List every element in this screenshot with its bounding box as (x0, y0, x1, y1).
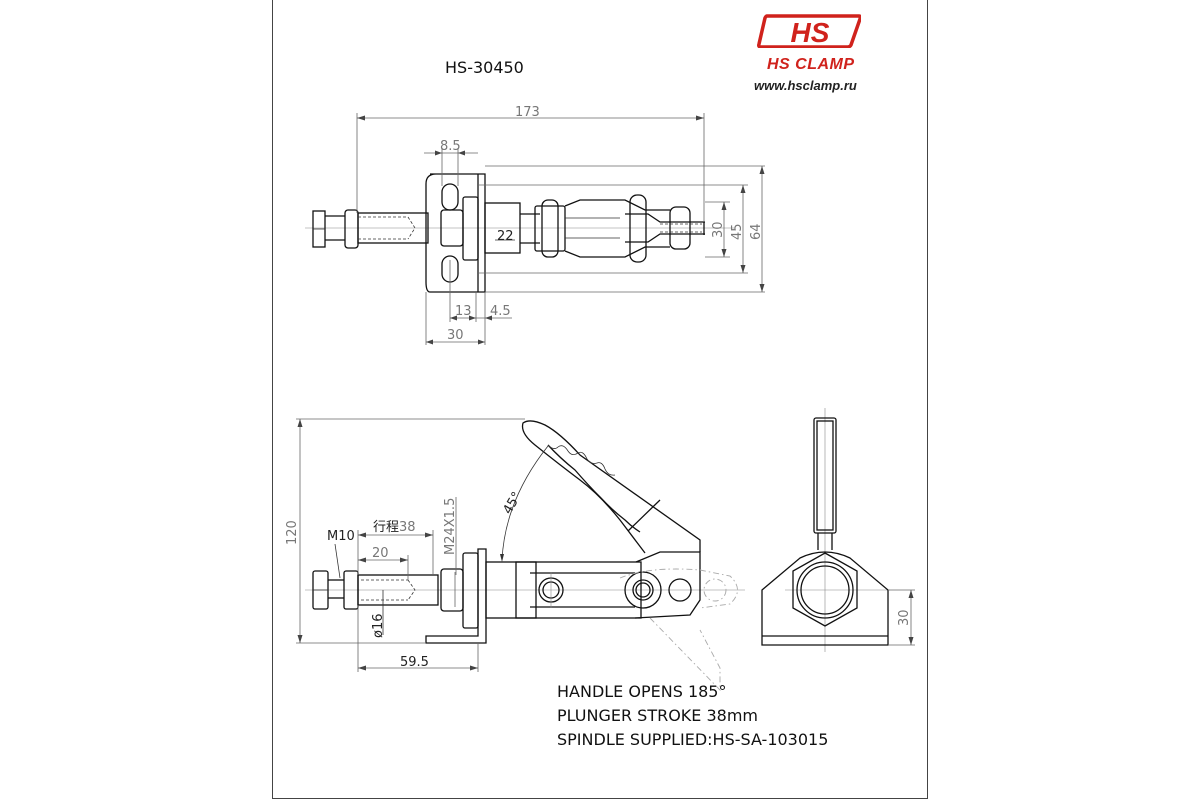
dim-30: 30 (711, 221, 726, 238)
dim-8-5: 8.5 (440, 139, 461, 154)
dim-64: 64 (749, 223, 764, 240)
hs-logo-icon: HS (757, 14, 861, 48)
brand-url: www.hsclamp.ru (754, 78, 857, 93)
drawing-notes: HANDLE OPENS 185° PLUNGER STROKE 38mm SP… (557, 680, 828, 752)
dim-45-degrees: 45° (500, 490, 525, 517)
dim-base-30: 30 (447, 328, 464, 343)
dim-4-5: 4.5 (490, 304, 511, 319)
side-view: 45° 120 M10 行程 38 20 M24X1.5 ø16 (285, 418, 745, 692)
dim-120: 120 (285, 520, 300, 545)
dim-stroke-label: 行程 (373, 520, 399, 535)
dim-59-5: 59.5 (400, 655, 429, 670)
top-view: 173 8.5 22 30 45 64 13 4.5 (305, 105, 765, 345)
model-number: HS-30450 (445, 58, 524, 77)
brand-name: HS CLAMP (767, 56, 855, 73)
dim-22: 22 (497, 229, 514, 244)
note-spindle-supplied: SPINDLE SUPPLIED:HS-SA-103015 (557, 730, 829, 749)
note-plunger-stroke: PLUNGER STROKE 38mm (557, 706, 759, 725)
dim-stroke-38: 38 (399, 520, 416, 535)
dim-end-30: 30 (897, 609, 912, 626)
dim-20: 20 (372, 546, 389, 561)
dim-173: 173 (515, 105, 540, 120)
dim-m10: M10 (327, 529, 355, 544)
dim-45: 45 (730, 223, 745, 240)
end-view: 30 (761, 408, 915, 652)
note-handle-opens: HANDLE OPENS 185° (557, 682, 727, 701)
dim-13: 13 (455, 304, 472, 319)
drawing-sheet (272, 0, 928, 799)
svg-text:HS: HS (791, 17, 830, 48)
dim-diameter-16: ø16 (371, 614, 386, 639)
dim-m24x1-5: M24X1.5 (443, 498, 458, 555)
